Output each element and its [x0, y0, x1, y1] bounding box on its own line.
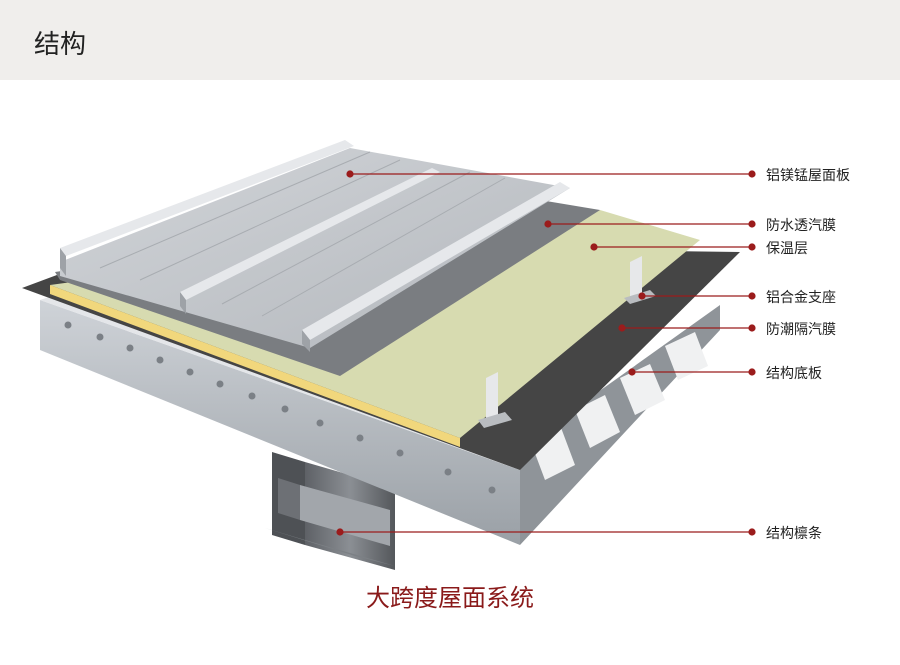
- label-deck-plate: 结构底板: [766, 363, 822, 383]
- label-insulation: 保温层: [766, 238, 808, 258]
- label-roof-panel: 铝镁锰屋面板: [766, 165, 850, 185]
- label-waterproof-membrane: 防水透汽膜: [766, 215, 836, 235]
- label-vapour-barrier: 防潮隔汽膜: [766, 319, 836, 339]
- label-purlin: 结构檩条: [766, 523, 822, 543]
- diagram-caption: 大跨度屋面系统: [0, 578, 900, 613]
- label-aluminium-support: 铝合金支座: [766, 287, 836, 307]
